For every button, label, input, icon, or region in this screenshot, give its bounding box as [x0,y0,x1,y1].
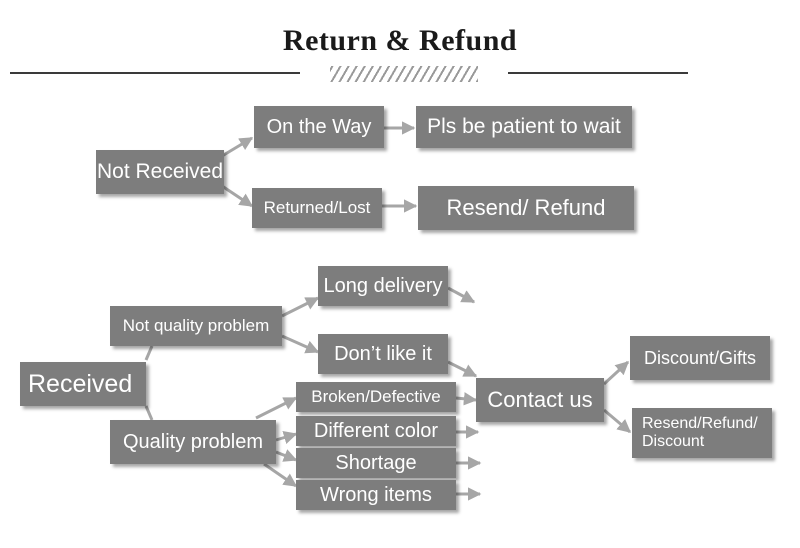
arrow-not-received-on-the-way [221,136,254,158]
arrow-quality-color [275,431,298,444]
arrow-contact-discount [602,360,630,386]
arrow-dont-like-contact [447,360,478,378]
node-not-quality-problem: Not quality problem [110,306,282,346]
node-discount-gifts: Discount/Gifts [630,336,770,380]
arrow-not-received-returned [221,184,254,208]
node-received: Received [20,362,146,406]
node-be-patient: Pls be patient to wait [416,106,632,148]
title-hatch-decoration [330,66,478,82]
node-long-delivery: Long delivery [318,266,448,306]
node-resend-refund-discount: Resend/Refund/ Discount [632,408,772,458]
link-received-quality [144,405,154,421]
arrow-long-delivery-out [447,286,476,304]
node-broken-defective: Broken/Defective [296,382,456,412]
arrow-quality-shortage [275,449,298,462]
node-returned-lost: Returned/Lost [252,188,382,228]
arrow-not-quality-long [281,296,320,318]
node-dont-like-it: Don’t like it [318,334,448,374]
arrow-contact-resend [603,408,632,434]
arrow-broken-contact [455,392,478,406]
arrow-not-quality-dont-like [281,334,320,354]
arrow-quality-wrong [263,462,298,488]
title-rule-left [10,72,300,74]
node-different-color: Different color [296,416,456,446]
node-quality-problem: Quality problem [110,420,276,464]
node-contact-us: Contact us [476,378,604,422]
node-resend-refund: Resend/ Refund [418,186,634,230]
diagram-title: Return & Refund [282,24,518,57]
link-received-not-quality [144,345,154,361]
node-wrong-items: Wrong items [296,480,456,510]
node-shortage: Shortage [296,448,456,478]
title-rule-right [508,72,688,74]
arrow-quality-broken [255,396,298,420]
node-on-the-way: On the Way [254,106,384,148]
node-not-received: Not Received [96,150,224,194]
